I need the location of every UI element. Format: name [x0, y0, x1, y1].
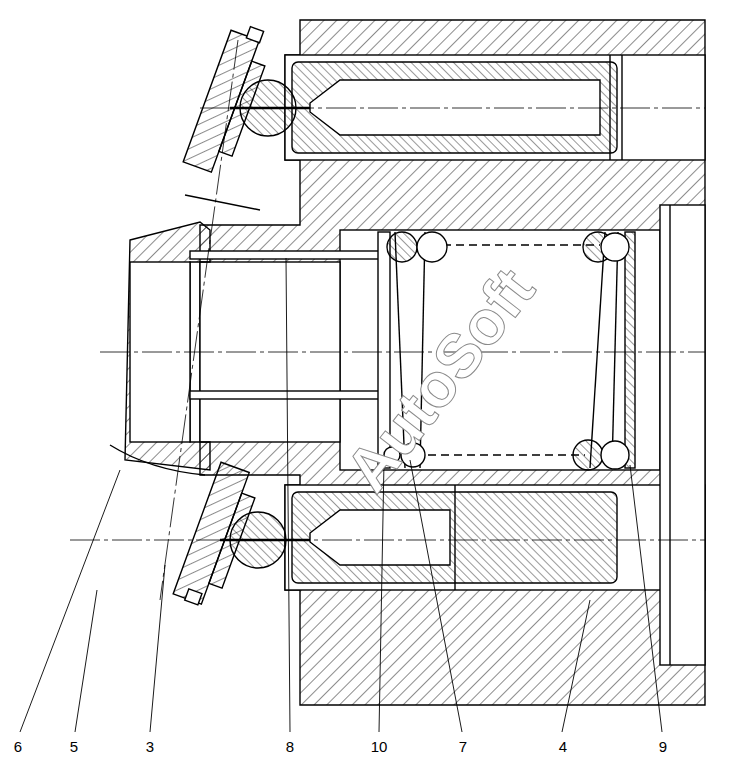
callout-number: 4	[559, 738, 567, 756]
upper-bore	[285, 55, 705, 160]
rear-recess	[660, 205, 705, 665]
piston-cavity	[310, 80, 600, 135]
callout-number: 9	[659, 738, 667, 756]
callout-number: 10	[371, 738, 388, 756]
callout-number: 3	[146, 738, 154, 756]
cylinder-block	[200, 20, 705, 705]
callout-number: 5	[70, 738, 78, 756]
callout-number: 7	[459, 738, 467, 756]
callout-number: 6	[14, 738, 22, 756]
push-pin	[190, 251, 380, 259]
lower-piston	[292, 492, 617, 583]
lower-slipper	[172, 462, 262, 610]
callout-number: 8	[286, 738, 294, 756]
upper-piston	[292, 62, 617, 153]
piston-cavity	[310, 510, 450, 565]
lower-bore	[285, 485, 705, 590]
snap-ring	[625, 232, 635, 468]
push-pin	[190, 391, 380, 399]
